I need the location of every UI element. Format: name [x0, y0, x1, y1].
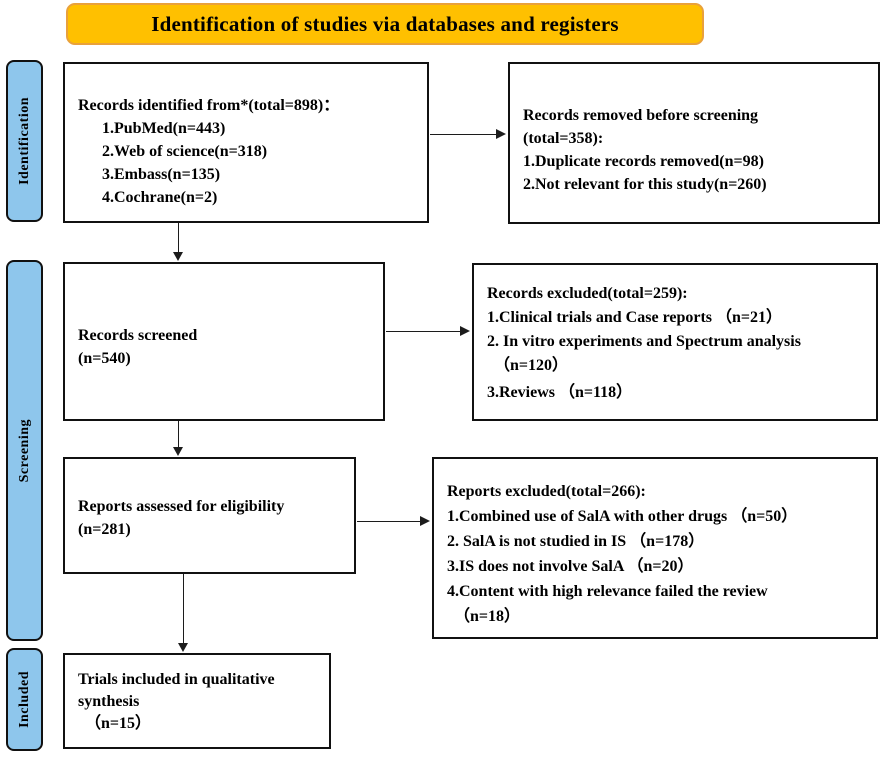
box-heading: Records identified from*(total=898)： [78, 97, 340, 114]
box-line: （n=15） [85, 715, 152, 732]
box-line: （n=120） [494, 357, 569, 374]
box-records-screened: Records screened (n=540) [63, 262, 385, 421]
box-line: Records excluded(total=259): [487, 285, 688, 302]
arrow-assessed-to-excluded [357, 516, 430, 526]
box-line: Reports assessed for eligibility [78, 498, 285, 515]
box-trials-included: Trials included in qualitative synthesis… [63, 653, 331, 749]
box-line: 2. SalA is not studied in IS （n=178） [447, 533, 705, 550]
box-line: Records removed before screening [523, 107, 759, 124]
box-line: 1.Combined use of SalA with other drugs … [447, 508, 798, 525]
arrow-identified-to-screened [173, 223, 183, 261]
box-line: synthesis [78, 693, 140, 710]
box-line: 4.Content with high relevance failed the… [447, 583, 768, 600]
box-line: 1.Duplicate records removed(n=98) [523, 153, 764, 170]
box-line: Records screened [78, 327, 198, 344]
list-item: 4.Cochrane(n=2) [102, 189, 218, 206]
box-line: 3.IS does not involve SalA （n=20） [447, 558, 694, 575]
list-item: 1.PubMed(n=443) [102, 120, 226, 137]
box-line: 2.Not relevant for this study(n=260) [523, 176, 767, 193]
stage-label-identification: Identification [6, 60, 43, 222]
arrow-identified-to-removed [430, 129, 506, 139]
arrow-assessed-to-trials [178, 574, 188, 652]
diagram-title-banner: Identification of studies via databases … [66, 3, 704, 45]
stage-label-text: Included [16, 671, 32, 728]
box-line: Trials included in qualitative [78, 671, 275, 688]
box-item-list: 1.PubMed(n=443) 2.Web of science(n=318) … [102, 117, 417, 209]
stage-label-text: Screening [16, 418, 32, 483]
box-line: (n=540) [78, 350, 131, 367]
box-line: （n=18） [454, 608, 521, 625]
list-item: 2.Web of science(n=318) [102, 143, 268, 160]
box-line: (n=281) [78, 521, 131, 538]
list-item: 3.Embass(n=135) [102, 166, 221, 183]
box-line: 2. In vitro experiments and Spectrum ana… [487, 333, 801, 350]
stage-label-included: Included [6, 648, 43, 751]
box-line: 1.Clinical trials and Case reports （n=21… [487, 309, 783, 326]
box-line: (total=358): [523, 130, 604, 147]
stage-label-screening: Screening [6, 260, 43, 641]
box-records-removed: Records removed before screening (total=… [508, 62, 880, 224]
box-records-identified: Records identified from*(total=898)： 1.P… [63, 62, 429, 223]
arrow-screened-to-assessed [173, 421, 183, 456]
box-reports-excluded: Reports excluded(total=266): 1.Combined … [432, 457, 878, 639]
arrow-screened-to-excluded [386, 326, 470, 336]
box-line: 3.Reviews （n=118） [487, 384, 633, 401]
box-records-excluded: Records excluded(total=259): 1.Clinical … [472, 263, 878, 421]
box-line: Reports excluded(total=266): [447, 483, 646, 500]
stage-label-text: Identification [16, 97, 32, 185]
box-reports-assessed: Reports assessed for eligibility (n=281) [63, 457, 356, 574]
diagram-title: Identification of studies via databases … [151, 11, 619, 36]
